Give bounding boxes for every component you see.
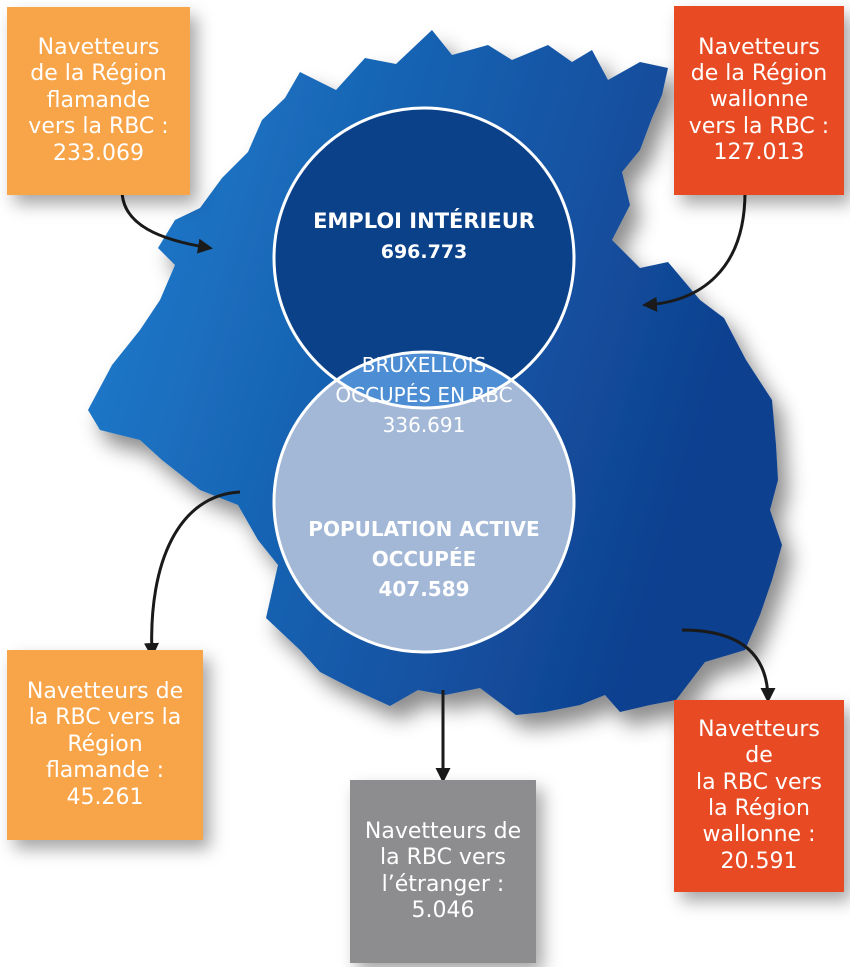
population-line2: OCCUPÉE (372, 547, 477, 571)
overlap-value: 336.691 (383, 413, 466, 437)
arrow-flandre-out (144, 490, 241, 658)
emploi-circle-outline (272, 106, 576, 410)
population-value: 407.589 (378, 577, 469, 601)
box-rbc-vers-flandre: Navetteurs de la RBC vers la Région flam… (7, 650, 203, 840)
overlap-line2: OCCUPÉS EN RBC (335, 383, 512, 407)
emploi-value: 696.773 (381, 241, 468, 263)
box-wallonie-vers-rbc: Navetteurs de la Région wallonne vers la… (674, 6, 844, 195)
box-wallonie-vers-rbc-text: Navetteurs de la Région wallonne vers la… (688, 34, 830, 166)
box-rbc-vers-etranger-text: Navetteurs de la RBC vers l’étranger : 5… (364, 818, 522, 923)
arrow-flandre-in (120, 189, 213, 254)
population-line1: POPULATION ACTIVE (308, 517, 539, 541)
overlap-line1: BRUXELLOIS (362, 353, 487, 377)
emploi-title: EMPLOI INTÉRIEUR (313, 208, 535, 233)
box-flandre-vers-rbc-text: Navetteurs de la Région flamande vers la… (28, 35, 169, 166)
box-flandre-vers-rbc: Navetteurs de la Région flamande vers la… (7, 7, 190, 195)
box-rbc-vers-wallonie: Navetteurs de la RBC vers la Région wall… (674, 700, 844, 892)
box-rbc-vers-etranger: Navetteurs de la RBC vers l’étranger : 5… (350, 780, 536, 963)
arrow-wallonie-in (642, 191, 747, 312)
arrow-wallonie-out (681, 628, 776, 703)
box-rbc-vers-wallonie-text: Navetteurs de la RBC vers la Région wall… (696, 716, 822, 874)
population-active-circle (274, 352, 574, 652)
box-rbc-vers-flandre-text: Navetteurs de la RBC vers la Région flam… (26, 679, 184, 810)
emploi-interieur-circle (274, 108, 574, 408)
population-circle-outline (272, 350, 576, 654)
